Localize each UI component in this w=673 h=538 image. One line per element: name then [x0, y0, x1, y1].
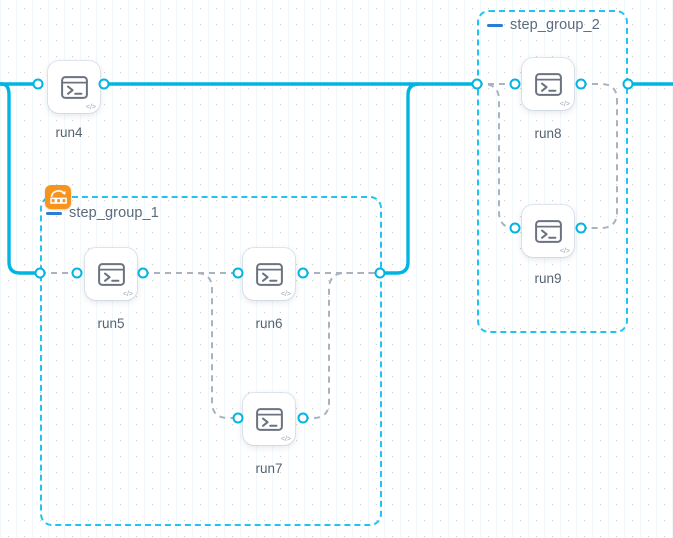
- port-run4-input[interactable]: [32, 78, 44, 90]
- port-run8-input[interactable]: [509, 78, 521, 90]
- node-label-run9: run9: [534, 271, 562, 286]
- group-header-step-group-2[interactable]: step_group_2: [487, 17, 600, 33]
- terminal-icon: [97, 262, 125, 286]
- port-run4-output[interactable]: [98, 78, 110, 90]
- port-run9-output[interactable]: [575, 222, 587, 234]
- node-label-run4: run4: [55, 125, 83, 140]
- terminal-icon: [534, 72, 562, 96]
- node-label-run5: run5: [97, 316, 125, 331]
- edge-run8-g2out: [581, 83, 618, 229]
- node-run5[interactable]: </>: [85, 248, 137, 300]
- group-box-step-group-2[interactable]: [477, 10, 628, 333]
- group-title-step-group-1: step_group_1: [69, 205, 159, 221]
- group-box-step-group-1[interactable]: [40, 196, 382, 526]
- minus-icon[interactable]: [487, 23, 503, 27]
- code-icon: </>: [122, 291, 133, 298]
- node-run7[interactable]: </>: [243, 393, 295, 445]
- port-run7-output[interactable]: [297, 412, 309, 424]
- port-run8-output[interactable]: [575, 78, 587, 90]
- node-label-run7: run7: [255, 461, 283, 476]
- code-icon: </>: [559, 101, 570, 108]
- port-run6-input[interactable]: [232, 267, 244, 279]
- terminal-icon: [255, 407, 283, 431]
- batch-group-icon[interactable]: [45, 185, 71, 209]
- edge-run7-g1out: [303, 272, 380, 419]
- code-icon: </>: [280, 291, 291, 298]
- terminal-icon: [255, 262, 283, 286]
- port-run5-output[interactable]: [137, 267, 149, 279]
- node-label-run8: run8: [534, 126, 562, 141]
- port-run6-output[interactable]: [297, 267, 309, 279]
- port-group2-output[interactable]: [622, 78, 634, 90]
- terminal-icon: [534, 219, 562, 243]
- minus-icon[interactable]: [46, 211, 62, 215]
- port-group1-input[interactable]: [34, 267, 46, 279]
- group-header-step-group-1[interactable]: step_group_1: [46, 205, 159, 221]
- code-icon: </>: [280, 436, 291, 443]
- terminal-icon: [60, 75, 88, 99]
- edge-g2in-run9: [477, 83, 516, 229]
- node-run4[interactable]: </>: [48, 61, 100, 113]
- code-icon: </>: [559, 248, 570, 255]
- edge-run5-run7: [143, 272, 238, 419]
- port-group2-input[interactable]: [471, 78, 483, 90]
- port-run9-input[interactable]: [509, 222, 521, 234]
- node-run9[interactable]: </>: [522, 205, 574, 257]
- edge-right-down-g1: [380, 82, 420, 275]
- port-run5-input[interactable]: [71, 267, 83, 279]
- node-label-run6: run6: [255, 316, 283, 331]
- port-group1-output[interactable]: [374, 267, 386, 279]
- code-icon: </>: [85, 104, 96, 111]
- node-run8[interactable]: </>: [522, 58, 574, 110]
- node-run6[interactable]: </>: [243, 248, 295, 300]
- port-run7-input[interactable]: [232, 412, 244, 424]
- edge-left-down-g1: [0, 82, 40, 275]
- group-title-step-group-2: step_group_2: [510, 17, 600, 33]
